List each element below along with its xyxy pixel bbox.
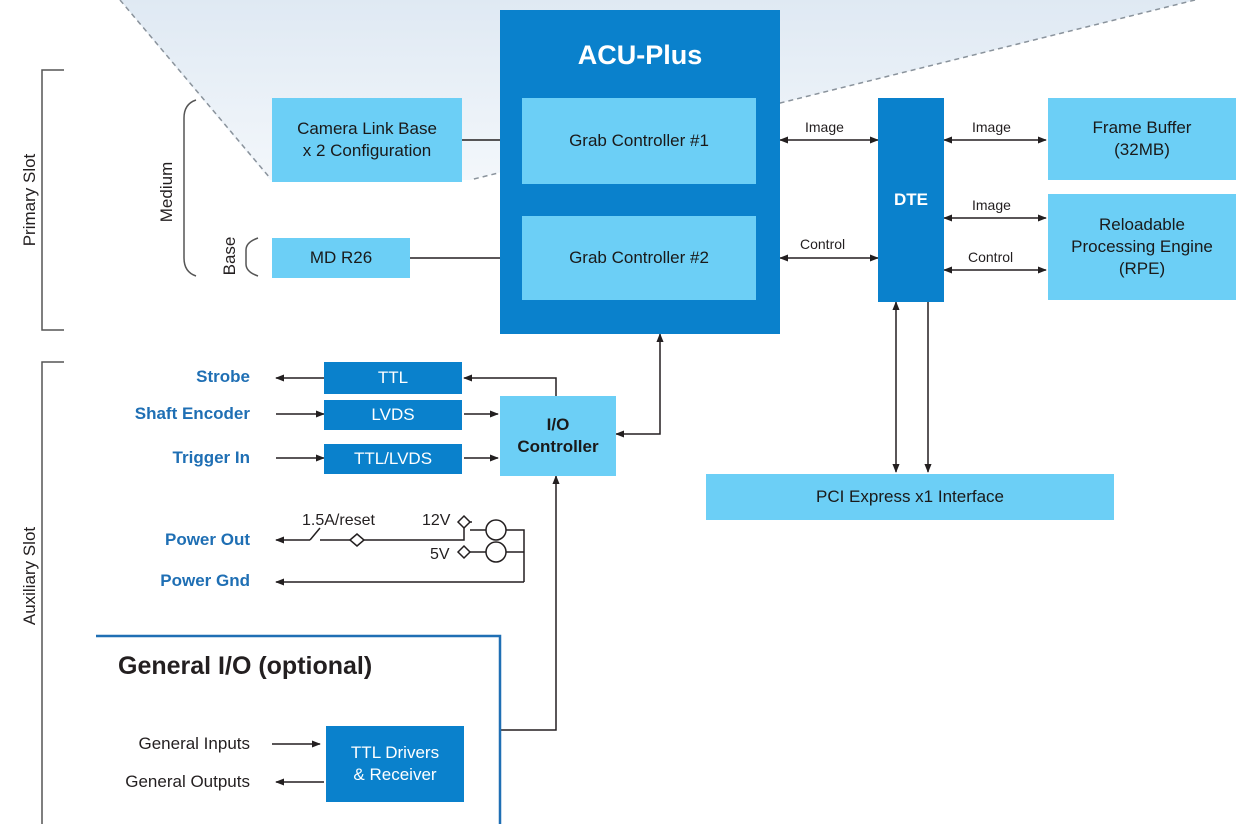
power-gnd-label: Power Gnd — [160, 571, 250, 590]
lvds-block: LVDS — [324, 400, 462, 430]
trigger-in-label: Trigger In — [172, 448, 250, 467]
general-io-panel-border — [96, 634, 502, 824]
rpe-block: Reloadable Processing Engine (RPE) — [1048, 194, 1236, 300]
dte-label: DTE — [894, 190, 928, 209]
medium-label: Medium — [157, 161, 176, 223]
v12-diamond — [456, 514, 472, 530]
ttl-lvds-block: TTL/LVDS — [324, 444, 462, 474]
auxiliary-slot-bracket — [41, 361, 64, 824]
power-wire — [364, 521, 472, 541]
fuse-diamond — [348, 533, 366, 547]
v5-terminal — [485, 541, 507, 563]
v5-label: 5V — [430, 546, 450, 563]
auxiliary-slot-label: Auxiliary Slot — [20, 526, 39, 626]
acu-plus-title: ACU-Plus — [577, 40, 703, 70]
camera-link-block: Camera Link Base x 2 Configuration — [272, 98, 462, 182]
fuse-label: 1.5A/reset — [302, 512, 375, 529]
link-label-control-grab2: Control — [800, 236, 846, 252]
md-r26-block: MD R26 — [272, 238, 410, 278]
ttl-drivers-block: TTL Drivers & Receiver — [326, 726, 464, 802]
grab-controller-1-block: Grab Controller #1 — [522, 98, 756, 184]
link-label-image-fb: Image — [972, 119, 1011, 135]
magnifier-edge — [119, 0, 271, 179]
general-outputs-label: General Outputs — [125, 772, 250, 791]
link-label-image-rpe: Image — [972, 197, 1011, 213]
io-controller-block: I/O Controller — [500, 396, 616, 476]
medium-brace — [183, 99, 197, 277]
ttl-block: TTL — [324, 362, 462, 394]
fuse-switch — [309, 527, 321, 541]
power-rail — [506, 529, 525, 582]
dte-block: DTE — [878, 98, 944, 302]
v12-label: 12V — [422, 512, 451, 529]
primary-slot-bracket — [41, 69, 64, 331]
frame-buffer-block: Frame Buffer (32MB) — [1048, 98, 1236, 180]
link-acu-io — [615, 333, 664, 438]
v12-terminal — [485, 519, 507, 541]
primary-slot-label: Primary Slot — [20, 153, 39, 247]
general-io-title: General I/O (optional) — [118, 652, 373, 680]
grab-controller-2-block: Grab Controller #2 — [522, 216, 756, 300]
strobe-label: Strobe — [196, 367, 250, 386]
link-label-control-rpe: Control — [968, 249, 1014, 265]
base-brace — [245, 237, 259, 277]
link-general-io — [500, 475, 560, 731]
link-io-ttl — [463, 374, 557, 396]
general-inputs-label: General Inputs — [138, 734, 250, 753]
v5-diamond — [456, 544, 472, 560]
shaft-encoder-label: Shaft Encoder — [134, 404, 250, 423]
pci-express-block: PCI Express x1 Interface — [706, 474, 1114, 520]
power-out-label: Power Out — [164, 530, 250, 549]
base-label: Base — [220, 236, 239, 276]
link-label-image-grab1: Image — [805, 119, 844, 135]
